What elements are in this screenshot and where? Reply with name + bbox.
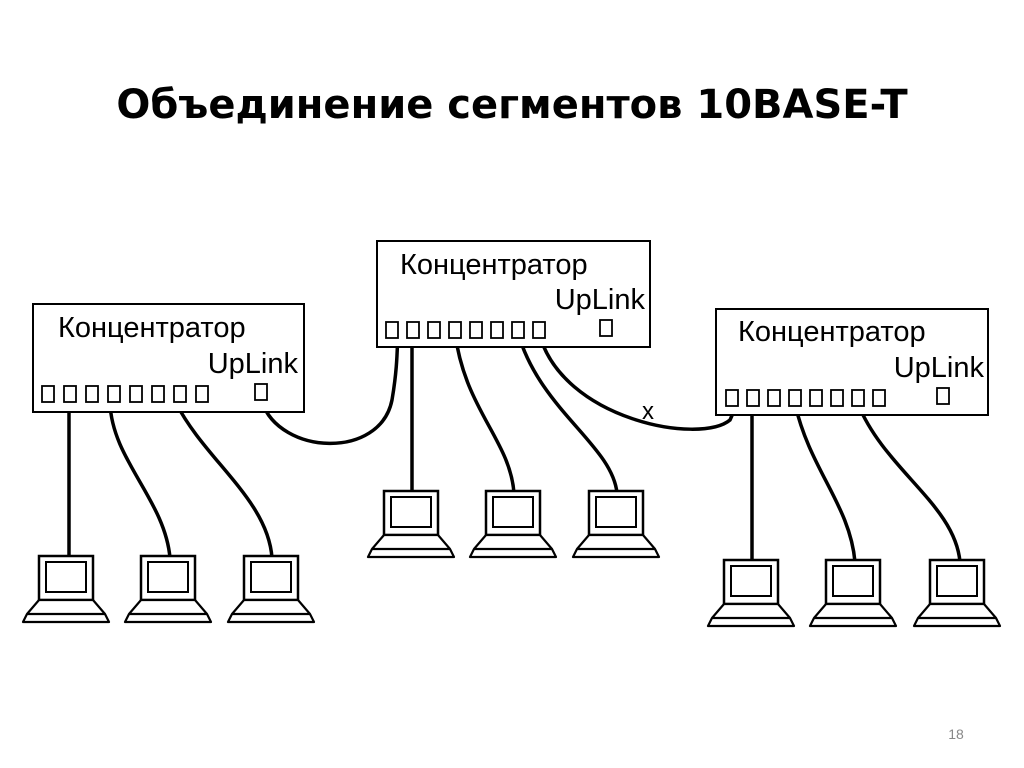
hub-center: Концентратор UpLink — [376, 240, 651, 348]
hub-right-uplink-port — [936, 387, 950, 405]
hub-port — [85, 385, 99, 403]
hub-port — [151, 385, 165, 403]
hub-port — [173, 385, 187, 403]
hub-left-ports — [41, 385, 209, 403]
hub-port — [851, 389, 865, 407]
hub-left-uplink-label: UpLink — [208, 348, 299, 380]
cable-center-3 — [516, 331, 619, 495]
computer-icon — [366, 489, 456, 559]
hub-port — [41, 385, 55, 403]
hub-port — [788, 389, 802, 407]
hub-center-uplink-port — [599, 319, 613, 337]
hub-port — [129, 385, 143, 403]
hub-port — [872, 389, 886, 407]
computer-icon — [808, 558, 898, 628]
hub-port — [746, 389, 760, 407]
hub-left-name: Концентратор — [58, 312, 246, 344]
cable-crossover — [537, 331, 739, 431]
cable-right-3 — [856, 402, 962, 564]
hub-right-ports — [725, 389, 886, 407]
computer-icon — [912, 558, 1002, 628]
computer-icon — [706, 558, 796, 628]
hub-port — [809, 389, 823, 407]
hub-center-uplink-label: UpLink — [555, 284, 646, 316]
hub-right-uplink-label: UpLink — [894, 352, 985, 384]
hub-port — [511, 321, 525, 339]
hub-port — [448, 321, 462, 339]
hub-port — [195, 385, 209, 403]
hub-left: Концентратор UpLink — [32, 303, 305, 413]
crossover-mark: x — [642, 398, 654, 425]
cable-left-3 — [174, 401, 274, 560]
cables — [67, 331, 962, 564]
cable-right-2 — [793, 402, 857, 564]
hub-port — [427, 321, 441, 339]
hub-port — [490, 321, 504, 339]
hub-port — [107, 385, 121, 403]
computer-icon — [468, 489, 558, 559]
computers — [21, 489, 1002, 628]
cable-left-2 — [108, 401, 172, 560]
hub-center-name: Концентратор — [400, 249, 588, 281]
page-number: 18 — [948, 726, 964, 742]
hub-port — [469, 321, 483, 339]
computer-icon — [21, 554, 111, 624]
hub-right-name: Концентратор — [738, 316, 926, 348]
cable-left-uplink — [260, 331, 400, 446]
hub-port — [406, 321, 420, 339]
hub-center-ports — [385, 321, 546, 339]
hub-port — [532, 321, 546, 339]
hub-port — [725, 389, 739, 407]
computer-icon — [571, 489, 661, 559]
computer-icon — [226, 554, 316, 624]
hub-port — [830, 389, 844, 407]
hub-port — [767, 389, 781, 407]
slide-title: Объединение сегментов 10BASE-T — [116, 82, 908, 128]
computer-icon — [123, 554, 213, 624]
hub-port — [63, 385, 77, 403]
cable-center-2 — [453, 331, 516, 495]
hub-right: Концентратор UpLink — [715, 308, 989, 416]
hub-left-uplink-port — [254, 383, 268, 401]
hub-port — [385, 321, 399, 339]
